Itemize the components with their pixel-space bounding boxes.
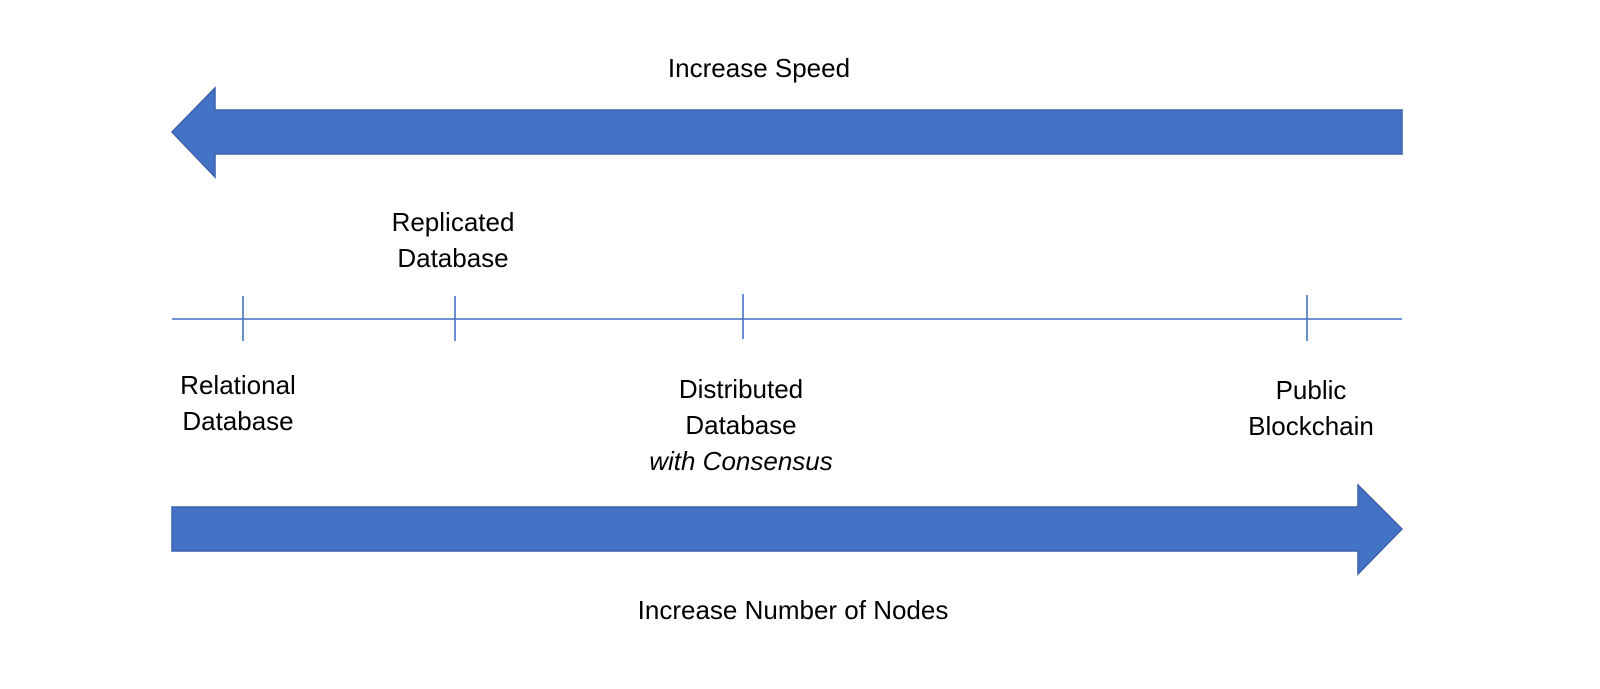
nodes-arrow-right [171,483,1404,576]
public-blockchain-label: Public Blockchain [1248,375,1374,441]
increase-speed-label: Increase Speed [667,53,851,83]
replicated-database-label: Replicated Database [391,207,515,273]
increase-nodes-label: Increase Number of Nodes [637,595,949,625]
speed-arrow-left [170,86,1403,179]
distributed-database-label: Distributed Database with Consensus [649,371,833,479]
relational-database-label: Relational Database [180,370,296,436]
with-consensus-note: with Consensus [649,446,833,476]
